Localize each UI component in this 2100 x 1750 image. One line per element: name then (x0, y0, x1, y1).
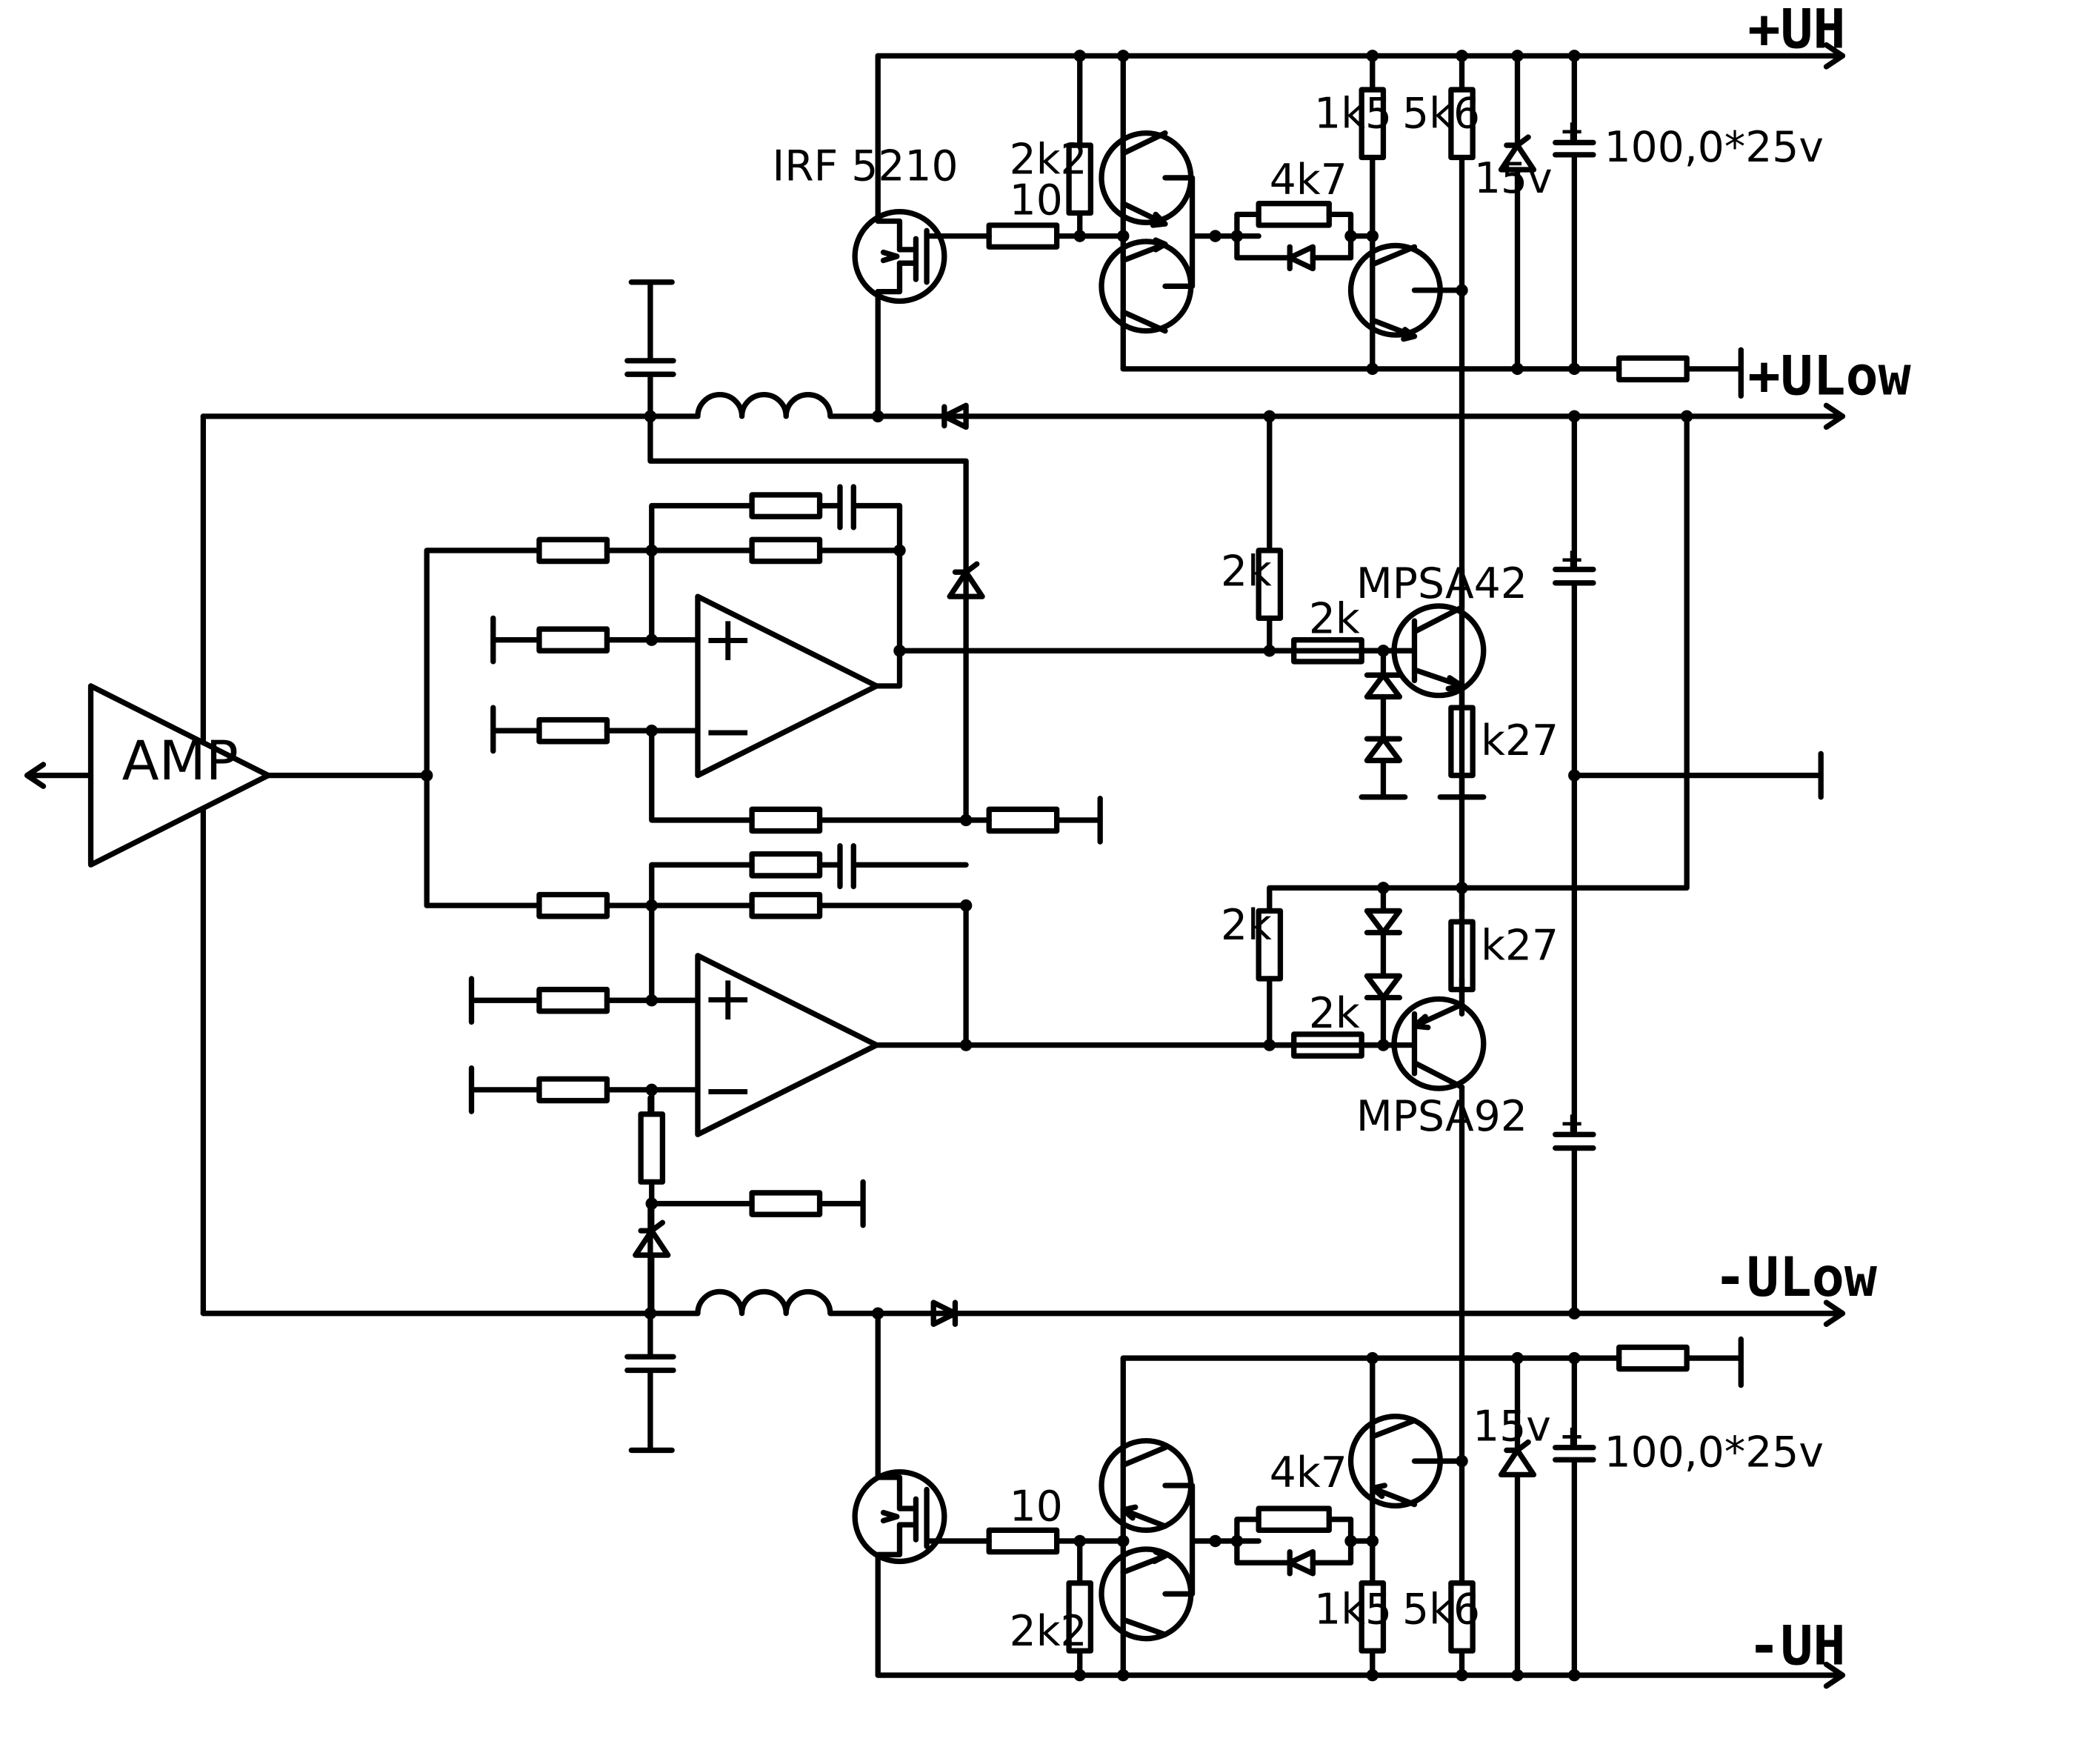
junction-dots (420, 50, 1693, 1682)
cap-top-label: 100,0*25v (1604, 123, 1824, 172)
r-2k2-bot-label: 2k2 (1010, 1607, 1087, 1656)
rail-minus-ulow-label: -ULow (1714, 1246, 1878, 1309)
power-rails (200, 42, 1846, 1689)
r-2k-lo-h-label: 2k (1309, 989, 1360, 1038)
r-5k6-top-label: 5k6 (1402, 89, 1480, 138)
opamp-lower (424, 843, 1399, 1317)
top-mosfet (852, 53, 992, 419)
r-2k2-top-label: 2k2 (1010, 135, 1087, 184)
k27-lo-label: k27 (1481, 921, 1559, 970)
r-gate-bot-label: 10 (1010, 1483, 1063, 1531)
opamp-lower-plus: + (701, 962, 754, 1034)
amp-label: AMP (122, 730, 239, 793)
r-4k7-bot-label: 4k7 (1270, 1448, 1347, 1497)
k27-up-label: k27 (1481, 716, 1559, 765)
mosfet-label: IRF 5210 (773, 142, 959, 191)
r-gate-top-label: 10 (1010, 176, 1063, 224)
r-1k5-top-label: 1k5 (1314, 89, 1392, 138)
top-driver (986, 53, 1596, 1017)
opamp-lower-resistors (536, 851, 823, 1217)
cap-bot-label: 100,0*25v (1604, 1428, 1824, 1477)
rail-diode-bottom (930, 1300, 959, 1327)
pnp-stage-resistors (1256, 908, 1476, 1059)
npn-stage (1267, 413, 1487, 800)
opamp-lower-minus: − (701, 1054, 754, 1126)
npn-stage-resistors (1256, 548, 1476, 779)
opamp-upper (424, 484, 1399, 908)
amp-block: AMP (24, 683, 430, 868)
cap-bot-polarity: + (1559, 1420, 1584, 1454)
bottom-mosfet (852, 1311, 992, 1678)
opamp-upper-minus: − (701, 694, 754, 767)
pnp-stage (1267, 413, 1690, 1091)
top-filter (624, 279, 969, 823)
r-2k-up-h-label: 2k (1309, 595, 1360, 644)
cap-mid-upper-polarity: + (1559, 543, 1584, 577)
rail-plus-ulow-label: +ULow (1747, 345, 1911, 408)
opamp-upper-plus: + (701, 602, 754, 675)
zener-top-label: 15v (1474, 154, 1553, 203)
pnp-label: MPSA92 (1356, 1092, 1527, 1141)
zener-upper-feedback (947, 561, 985, 599)
r-1k5-bot-label: 1k5 (1314, 1586, 1392, 1634)
rail-plus-uh-label: +UH (1747, 0, 1845, 61)
opamp-upper-resistors (536, 492, 1060, 834)
rail-diode-top (941, 402, 969, 430)
mid-caps (1553, 413, 1824, 1317)
bottom-filter (624, 1095, 833, 1454)
npn-label: MPSA42 (1356, 559, 1527, 608)
zener-bot-label: 15v (1473, 1403, 1551, 1451)
top-driver-resistors (986, 87, 1690, 383)
cap-mid-lower-polarity: + (1559, 1106, 1584, 1140)
rail-minus-uh-label: -UH (1747, 1614, 1845, 1677)
r-2k-lo-v-label: 2k (1221, 901, 1272, 950)
bottom-driver-resistors (986, 1344, 1690, 1654)
r-2k-up-v-label: 2k (1221, 548, 1272, 596)
r-4k7-top-label: 4k7 (1270, 156, 1347, 204)
cap-top-polarity: + (1559, 115, 1584, 149)
r-5k6-bot-label: 5k6 (1402, 1586, 1480, 1634)
